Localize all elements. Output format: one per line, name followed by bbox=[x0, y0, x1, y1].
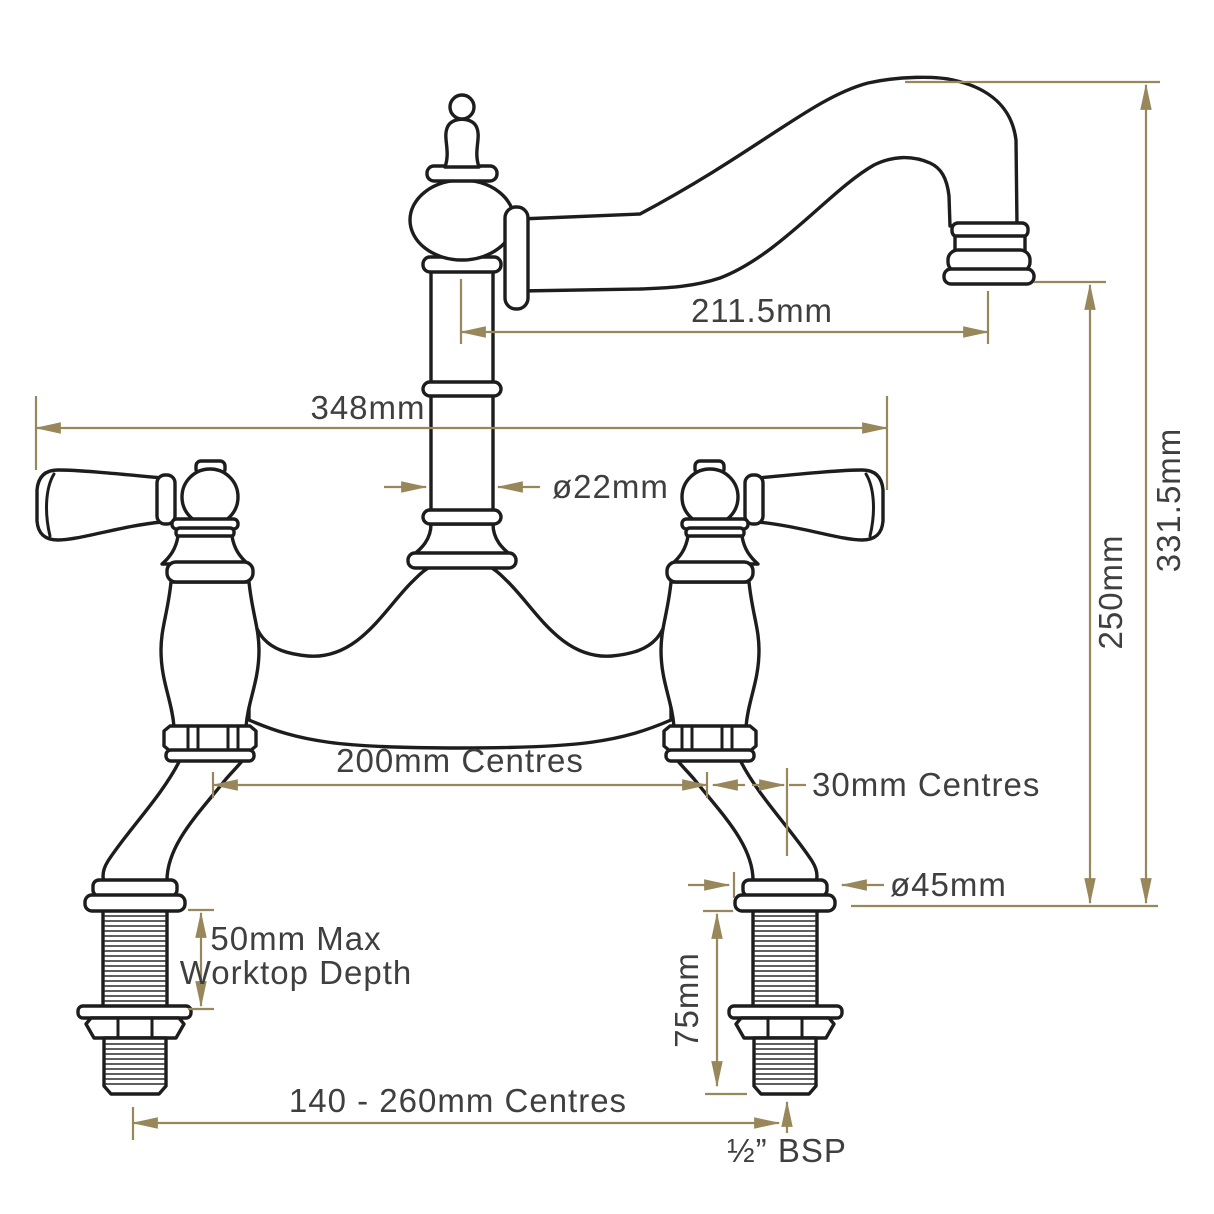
left-valve-assembly bbox=[35, 459, 261, 1096]
dim-tap-centres: 200mm Centres bbox=[211, 742, 709, 798]
dimension-annotations: 348mm 211.5mm ø22mm 331.5mm 250mm bbox=[34, 80, 1187, 1169]
dim-label-overall-width: 348mm bbox=[310, 389, 425, 426]
dim-label-overall-height: 331.5mm bbox=[1150, 428, 1187, 573]
dim-label-base-diameter: ø45mm bbox=[890, 866, 1007, 903]
dim-label-tap-centres: 200mm Centres bbox=[336, 742, 584, 779]
dim-thread-size: ½” BSP bbox=[727, 1100, 847, 1169]
dim-adjustable-centres: 140 - 260mm Centres bbox=[131, 1082, 781, 1140]
dim-offset-centres: 30mm Centres bbox=[711, 766, 1040, 856]
dim-label-column-diameter: ø22mm bbox=[552, 468, 669, 505]
dim-worktop-depth: 50mm Max Worktop Depth bbox=[180, 908, 413, 1011]
tap-body bbox=[35, 75, 1036, 1096]
dim-label-offset-centres: 30mm Centres bbox=[812, 766, 1040, 803]
dim-label-worktop-line1: 50mm Max bbox=[210, 920, 381, 957]
dim-label-spout-height: 250mm bbox=[1092, 534, 1129, 649]
dim-overall-height: 331.5mm bbox=[905, 80, 1187, 905]
dim-label-thread-size: ½” BSP bbox=[727, 1132, 847, 1169]
spout-nozzle bbox=[942, 221, 1036, 286]
dim-spout-height: 250mm bbox=[1034, 280, 1129, 905]
dim-label-adjustable-centres: 140 - 260mm Centres bbox=[289, 1082, 627, 1119]
dim-overall-width: 348mm bbox=[34, 389, 889, 490]
dim-column-diameter: ø22mm bbox=[384, 468, 669, 505]
bridge-tube bbox=[247, 558, 673, 750]
dim-shank-length: 75mm bbox=[668, 909, 747, 1096]
dim-label-worktop-line2: Worktop Depth bbox=[180, 954, 413, 991]
spout-tube bbox=[518, 75, 1019, 293]
dim-label-spout-reach: 211.5mm bbox=[691, 292, 833, 329]
dim-label-shank-length: 75mm bbox=[668, 952, 705, 1048]
dim-base-diameter: ø45mm bbox=[688, 866, 1007, 903]
dim-spout-reach: 211.5mm bbox=[459, 279, 990, 344]
finial bbox=[443, 117, 481, 169]
spout-assembly bbox=[408, 75, 1036, 311]
